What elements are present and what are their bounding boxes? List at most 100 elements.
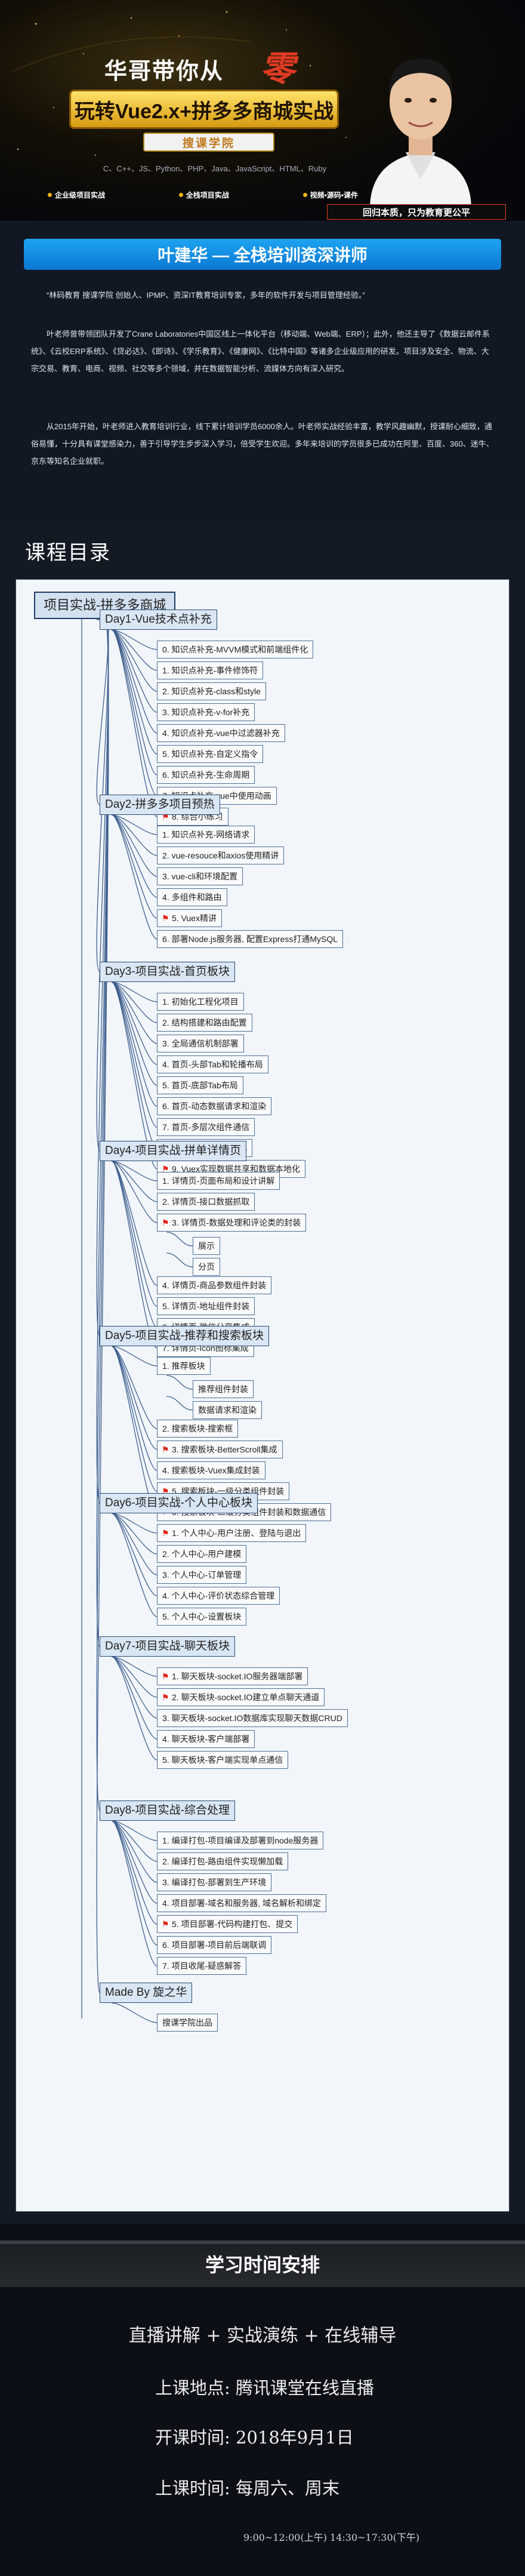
topic-node: 3. 详情页-数据处理和评论类的封装: [157, 1214, 307, 1232]
hero-highlight: 零: [260, 50, 295, 88]
mind-map-link: [111, 814, 158, 835]
topic-node: 0. 知识点补充-MVVM模式和前端组件化: [157, 641, 314, 658]
hero-tech-list: C、C++、JS、Python、PHP、Java、JavaScript、HTML…: [103, 164, 327, 173]
topic-node: 3. 知识点补充-v-for补充: [157, 703, 255, 721]
mind-map-link: [111, 814, 158, 877]
subtopic-node: 推荐组件封装: [193, 1380, 254, 1398]
topic-node: 7. 首页-多层次组件通信: [157, 1118, 255, 1136]
mind-map-link: [111, 629, 158, 734]
topic-node: 5. 聊天板块-客户端实现单点通信: [157, 1751, 289, 1769]
section-node: Day1-Vue技术点补充: [100, 610, 217, 630]
open-label: 开课时间:: [155, 2427, 230, 2448]
topic-node: 2. 编译打包-路由组件实现懒加载: [157, 1852, 289, 1870]
mind-map-link: [111, 1346, 158, 1367]
mind-map-link: [111, 1820, 158, 1904]
mind-map-link: [111, 1656, 158, 1719]
section-node: Day8-项目实战-综合处理: [100, 1801, 236, 1821]
mind-map-link: [111, 2002, 158, 2023]
topic-node: 6. 项目部署-项目前后端联调: [157, 1936, 272, 1954]
schedule-title: 学习时间安排: [0, 2240, 525, 2287]
topic-node: 2. 个人中心-用户建模: [157, 1545, 247, 1563]
mind-map-link: [111, 1346, 158, 1471]
mind-map-link: [111, 629, 158, 755]
open-value: 2018年9月1日: [236, 2427, 354, 2448]
class-value: 每周六、周末: [236, 2478, 340, 2498]
mind-map-link: [111, 1656, 158, 1761]
topic-node: 5. 项目部署-代码构建打包、提交: [157, 1915, 298, 1933]
place-row: 上课地点: 腾讯课堂在线直播: [155, 2374, 374, 2399]
mind-map-link: [111, 981, 158, 1149]
topic-node: 4. 详情页-商品参数组件封装: [157, 1276, 272, 1294]
topic-node: 4. 项目部署-域名和服务器, 域名解析和绑定: [157, 1894, 327, 1912]
subtopic-node: 分页: [193, 1258, 220, 1276]
hero-background: [11, 11, 347, 156]
mind-map-link: [111, 1346, 158, 1429]
mind-map-link: [111, 629, 158, 775]
mind-map-link: [166, 1396, 193, 1411]
mind-map-link: [111, 814, 158, 919]
mind-map-link: [96, 618, 109, 1993]
mind-map-link: [111, 981, 158, 1128]
mind-map-link: [111, 1161, 158, 1307]
mind-map-link: [111, 1161, 158, 1181]
mind-map-link: [111, 1820, 158, 1883]
hero-slogan: 回归本质，只为教育更公平: [327, 204, 506, 220]
hero-banner: 华哥带你从 零 玩转Vue2.x+拼多多商城实战 搜课学院 C、C++、JS、P…: [0, 0, 525, 221]
mind-map-link: [111, 1513, 158, 1555]
place-label: 上课地点:: [155, 2378, 230, 2398]
hero-course-plate: 玩转Vue2.x+拼多多商城实战: [69, 90, 339, 129]
topic-node: 3. 搜索板块-BetterScroll集成: [157, 1441, 283, 1458]
place-value: 腾讯课堂在线直播: [236, 2378, 375, 2398]
section-node: Day2-拼多多项目预热: [100, 795, 220, 815]
topic-node: 4. 知识点补充-vue中过滤器补充: [157, 724, 285, 742]
topic-node: 6. 知识点补充-生命周期: [157, 766, 255, 784]
topic-node: 2. vue-resouce和axios使用精讲: [157, 847, 285, 864]
mind-map-link: [111, 1161, 158, 1223]
mind-map-link: [111, 981, 158, 1023]
topic-node: 5. 详情页-地址组件封装: [157, 1297, 255, 1315]
topic-node: 1. 推荐板块: [157, 1357, 211, 1375]
schedule-section: 学习时间安排 直播讲解 + 实战演练 + 在线辅导 上课地点: 腾讯课堂在线直播…: [0, 2224, 525, 2576]
class-label: 上课时间:: [155, 2478, 230, 2498]
topic-node: 1. 聊天板块-socket.IO服务器端部署: [157, 1667, 308, 1685]
mind-map-link: [111, 1161, 158, 1328]
topic-node: 3. 编译打包-部署到生产环境: [157, 1873, 272, 1891]
mind-map-link: [111, 981, 158, 1086]
section-node: Day5-项目实战-推荐和搜索板块: [100, 1326, 270, 1346]
open-row: 开课时间: 2018年9月1日: [155, 2424, 354, 2449]
mind-map-link: [111, 1513, 158, 1575]
topic-node: 4. 多组件和路由: [157, 888, 227, 906]
topic-node: 1. 编译打包-项目编译及部署到node服务器: [157, 1832, 324, 1849]
teacher-intro: “林码教育 搜课学院 创始人、IPMP、资深IT教育培训专家，多年的软件开发与项…: [47, 291, 365, 300]
mind-map-link: [111, 1656, 158, 1740]
hero-feature: 视频•源码•课件: [303, 190, 358, 200]
topic-node: 搜课学院出品: [157, 2014, 218, 2032]
mind-map-link: [111, 1820, 158, 1946]
mind-map-link: [111, 629, 158, 796]
mind-map-link: [111, 1820, 158, 1841]
subtopic-node: 展示: [193, 1237, 220, 1255]
mind-map-link: [111, 629, 158, 692]
topic-node: 2. 知识点补充-class和style: [157, 682, 266, 700]
topic-node: 6. 部署Node.js服务器, 配置Express打通MySQL: [157, 930, 344, 948]
topic-node: 5. 个人中心-设置板块: [157, 1608, 247, 1626]
topic-node: 5. 知识点补充-自定义指令: [157, 745, 264, 763]
course-title: 课程目录: [25, 541, 111, 564]
section-node: Day6-项目实战-个人中心板块: [100, 1493, 258, 1513]
topic-node: 3. 聊天板块-socket.IO数据库实现聊天数据CRUD: [157, 1709, 348, 1727]
mind-map-link: [111, 1161, 158, 1349]
topic-node: 1. 知识点补充-事件修饰符: [157, 661, 264, 679]
topic-node: 1. 详情页-页面布局和设计讲解: [157, 1172, 280, 1190]
mind-map-link: [111, 629, 158, 650]
mind-map-link: [111, 814, 158, 940]
mind-map-link: [111, 981, 158, 1002]
mind-map-link: [111, 981, 158, 1044]
topic-node: 1. 初始化工程化项目: [157, 993, 244, 1011]
topic-node: 1. 知识点补充-网络请求: [157, 826, 255, 844]
topic-node: 2. 结构搭建和路由配置: [157, 1014, 252, 1032]
topic-node: 3. vue-cli和环境配置: [157, 867, 243, 885]
topic-node: 5. Vuex精讲: [157, 909, 222, 927]
mind-map-connectors: [81, 618, 193, 2023]
section-node: Day7-项目实战-聊天板块: [100, 1636, 236, 1657]
topic-node: 7. 项目收尾-疑惑解答: [157, 1957, 247, 1975]
